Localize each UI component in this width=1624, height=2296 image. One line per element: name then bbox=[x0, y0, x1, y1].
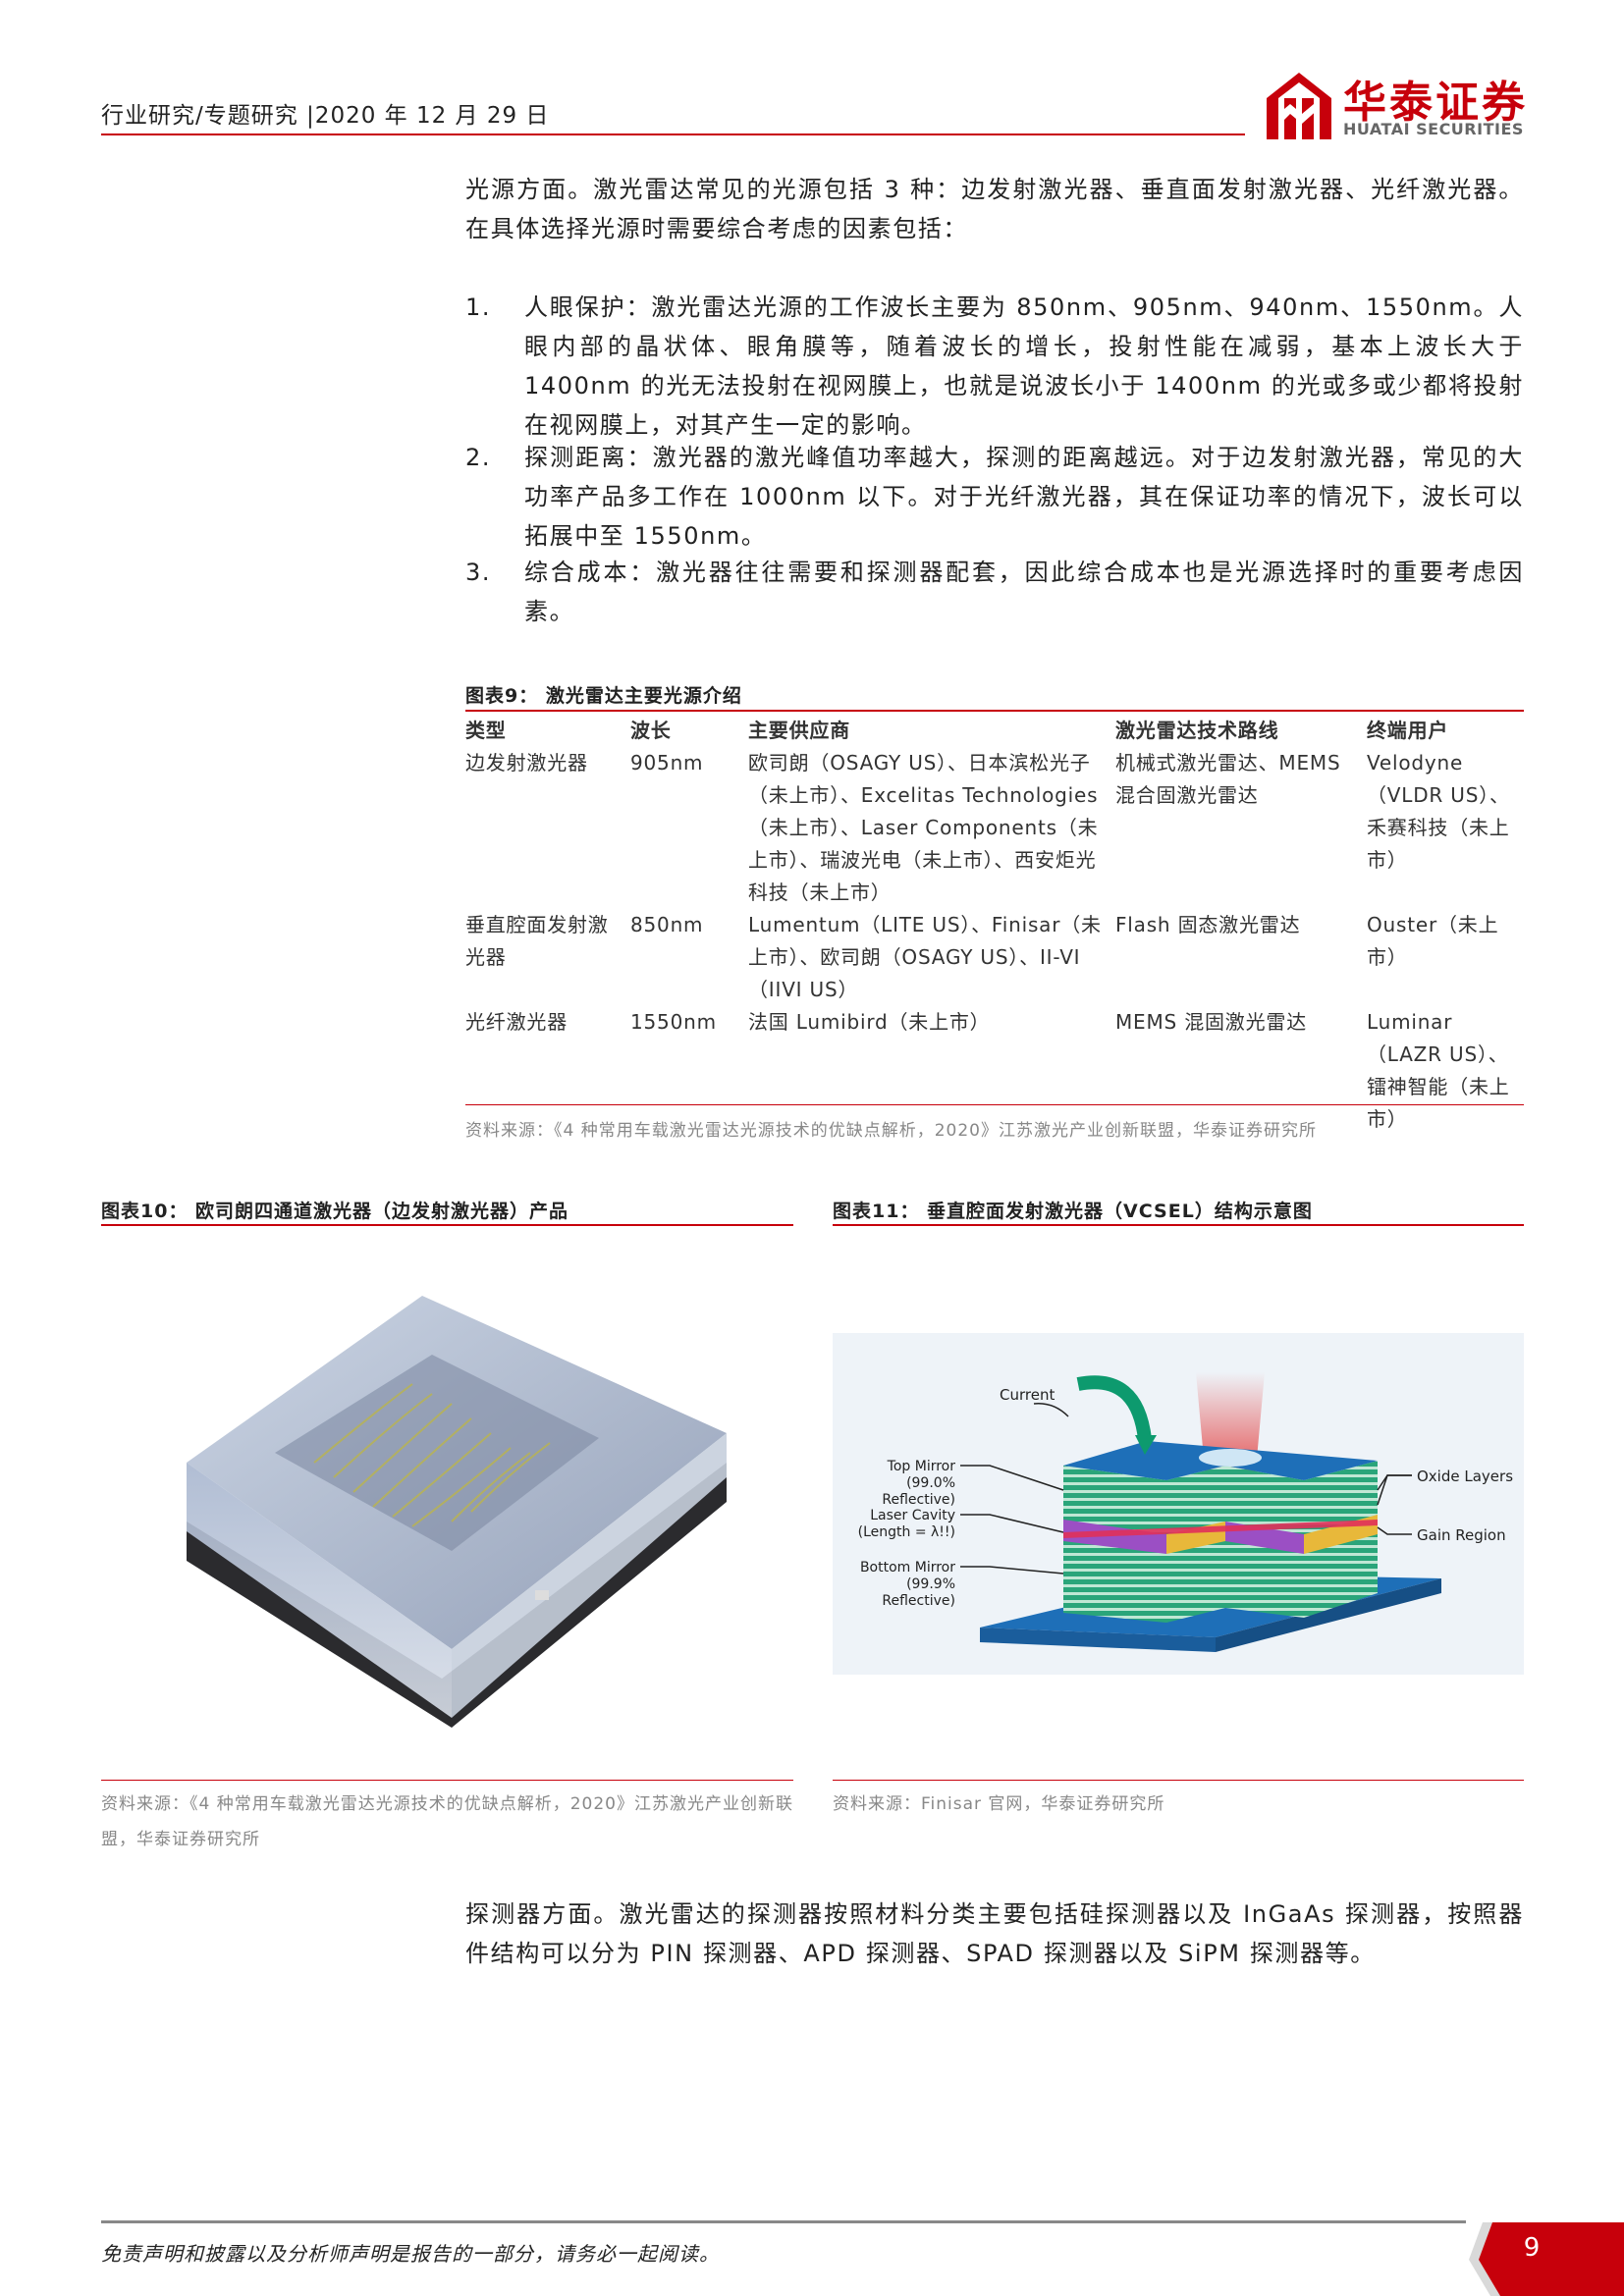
table-row: 垂直腔面发射激光器 850nm Lumentum（LITE US）、Finisa… bbox=[465, 909, 1524, 1006]
column-header: 激光雷达技术路线 bbox=[1115, 719, 1279, 742]
table-cell: 法国 Lumibird（未上市） bbox=[748, 1010, 991, 1034]
figure10-top-rule bbox=[101, 1224, 793, 1226]
label-bottom-mirror-title: Bottom Mirror bbox=[859, 1560, 955, 1575]
list-number: 1. bbox=[465, 294, 492, 321]
table-cell: MEMS 混固激光雷达 bbox=[1115, 1010, 1308, 1034]
table-cell: 1550nm bbox=[630, 1010, 717, 1034]
label-top-mirror-sub: (99.0% Reflective) bbox=[882, 1475, 955, 1508]
table-cell: 垂直腔面发射激光器 bbox=[465, 913, 609, 969]
figure11-source-note: 资料来源：Finisar 官网，华泰证券研究所 bbox=[833, 1794, 1165, 1814]
list-text: 人眼保护：激光雷达光源的工作波长主要为 850nm、905nm、940nm、15… bbox=[524, 294, 1524, 439]
table-top-rule bbox=[465, 710, 1524, 712]
header-divider bbox=[101, 133, 1245, 135]
label-gain-region: Gain Region bbox=[1417, 1526, 1506, 1544]
column-header: 波长 bbox=[630, 719, 672, 742]
label-laser-cavity-title: Laser Cavity bbox=[870, 1508, 955, 1523]
laser-chip-product-image bbox=[157, 1266, 746, 1757]
list-item: 2. 探测距离：激光器的激光峰值功率越大，探测的距离越远。对于边发射激光器，常见… bbox=[465, 438, 1524, 556]
figure11-bottom-rule bbox=[833, 1780, 1524, 1781]
table-cell: Flash 固态激光雷达 bbox=[1115, 913, 1301, 936]
header-breadcrumb: 行业研究/专题研究 |2020 年 12 月 29 日 bbox=[101, 103, 550, 129]
table-cell: 欧司朗（OSAGY US）、日本滨松光子（未上市）、Excelitas Tech… bbox=[748, 751, 1099, 904]
list-text: 探测距离：激光器的激光峰值功率越大，探测的距离越远。对于边发射激光器，常见的大功… bbox=[524, 444, 1524, 550]
figure10-source-note: 资料来源：《4 种常用车载激光雷达光源技术的优缺点解析，2020》江苏激光产业创… bbox=[101, 1794, 793, 1849]
table-cell: Velodyne （VLDR US）、禾赛科技（未上市） bbox=[1367, 751, 1510, 872]
list-number: 3. bbox=[465, 559, 492, 586]
table-header-row: 类型 波长 主要供应商 激光雷达技术路线 终端用户 bbox=[465, 713, 1524, 747]
label-laser-cavity-sub: (Length = λ!!) bbox=[857, 1524, 955, 1540]
vcsel-drawing bbox=[960, 1372, 1441, 1652]
label-bottom-mirror: Bottom Mirror (99.9% Reflective) bbox=[847, 1560, 955, 1610]
table-cell: 边发射激光器 bbox=[465, 751, 588, 774]
table-cell: Ouster（未上市） bbox=[1367, 913, 1499, 969]
column-header: 类型 bbox=[465, 719, 507, 742]
column-header: 主要供应商 bbox=[748, 719, 850, 742]
list-item: 1. 人眼保护：激光雷达光源的工作波长主要为 850nm、905nm、940nm… bbox=[465, 288, 1524, 445]
label-top-mirror-title: Top Mirror bbox=[887, 1459, 955, 1474]
table-row: 边发射激光器 905nm 欧司朗（OSAGY US）、日本滨松光子（未上市）、E… bbox=[465, 747, 1524, 909]
page-number-tab bbox=[1469, 2222, 1624, 2296]
table-cell: Luminar（LAZR US）、镭神智能（未上市） bbox=[1367, 1010, 1510, 1131]
footer-disclaimer: 免责声明和披露以及分析师声明是报告的一部分，请务必一起阅读。 bbox=[101, 2242, 720, 2266]
label-bottom-mirror-sub: (99.9% Reflective) bbox=[882, 1576, 955, 1609]
label-current: Current bbox=[1000, 1386, 1056, 1404]
table-cell: 850nm bbox=[630, 913, 704, 936]
page-number: 9 bbox=[1523, 2233, 1541, 2263]
label-laser-cavity: Laser Cavity (Length = λ!!) bbox=[847, 1508, 955, 1541]
table-row: 光纤激光器 1550nm 法国 Lumibird（未上市） MEMS 混固激光雷… bbox=[465, 1006, 1524, 1136]
table-cell: 机械式激光雷达、MEMS 混合固激光雷达 bbox=[1115, 751, 1341, 807]
table-source-note: 资料来源：《4 种常用车载激光雷达光源技术的优缺点解析，2020》江苏激光产业创… bbox=[465, 1121, 1317, 1141]
detector-paragraph: 探测器方面。激光雷达的探测器按照材料分类主要包括硅探测器以及 InGaAs 探测… bbox=[465, 1900, 1524, 1967]
vcsel-structure-diagram: Current Top Mirror (99.0% Reflective) La… bbox=[833, 1333, 1524, 1675]
list-number: 2. bbox=[465, 444, 492, 471]
table-bottom-rule bbox=[465, 1104, 1524, 1105]
label-oxide-layers: Oxide Layers bbox=[1417, 1468, 1514, 1485]
label-top-mirror: Top Mirror (99.0% Reflective) bbox=[847, 1459, 955, 1509]
figure11-top-rule bbox=[833, 1224, 1524, 1226]
light-source-table: 类型 波长 主要供应商 激光雷达技术路线 终端用户 边发射激光器 905nm 欧… bbox=[465, 713, 1524, 1136]
huatai-logo-icon bbox=[1267, 73, 1331, 139]
figure10-title: 图表10： 欧司朗四通道激光器（边发射激光器）产品 bbox=[101, 1201, 569, 1222]
table-cell: 905nm bbox=[630, 751, 704, 774]
table-cell: Lumentum（LITE US）、Finisar（未上市）、欧司朗（OSAGY… bbox=[748, 913, 1102, 1001]
footer-divider bbox=[101, 2220, 1466, 2223]
logo-chinese-name: 华泰证券 bbox=[1343, 78, 1528, 128]
figure10-bottom-rule bbox=[101, 1780, 793, 1781]
list-text: 综合成本：激光器往往需要和探测器配套，因此综合成本也是光源选择时的重要考虑因素。 bbox=[524, 559, 1524, 625]
figure11-title: 图表11： 垂直腔面发射激光器（VCSEL）结构示意图 bbox=[833, 1201, 1313, 1222]
table-title: 图表9： 激光雷达主要光源介绍 bbox=[465, 685, 742, 707]
table-cell: 光纤激光器 bbox=[465, 1010, 568, 1034]
list-item: 3. 综合成本：激光器往往需要和探测器配套，因此综合成本也是光源选择时的重要考虑… bbox=[465, 553, 1524, 631]
intro-paragraph: 光源方面。激光雷达常见的光源包括 3 种：边发射激光器、垂直面发射激光器、光纤激… bbox=[465, 176, 1524, 242]
logo-english-name: HUATAI SECURITIES bbox=[1343, 120, 1524, 138]
column-header: 终端用户 bbox=[1367, 719, 1449, 742]
